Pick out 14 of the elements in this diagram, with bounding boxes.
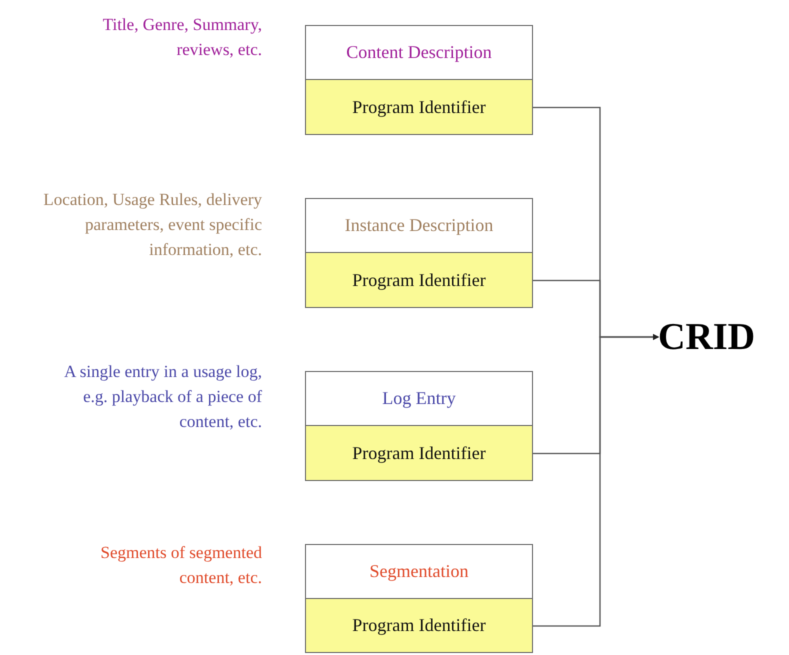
description-cell: Log Entry (305, 371, 533, 426)
description-text: Segments of segmented content, etc. (100, 542, 262, 589)
description-cell: Instance Description (305, 198, 533, 253)
description-cell: Content Description (305, 25, 533, 80)
identifier-cell: Program Identifier (305, 598, 533, 653)
connector-line (533, 334, 659, 627)
identifier-cell: Program Identifier (305, 425, 533, 481)
description-text: Title, Genre, Summary, reviews, etc. (102, 14, 262, 61)
output-label: CRID (658, 315, 786, 359)
description-text: A single entry in a usage log, e.g. playback of a piece of content, etc. (63, 361, 262, 433)
description-text: Location, Usage Rules, delivery parameters, event specific information, etc. (42, 189, 262, 261)
identifier-cell: Program Identifier (305, 252, 533, 308)
identifier-cell: Program Identifier (305, 79, 533, 135)
description-cell: Segmentation (305, 544, 533, 599)
